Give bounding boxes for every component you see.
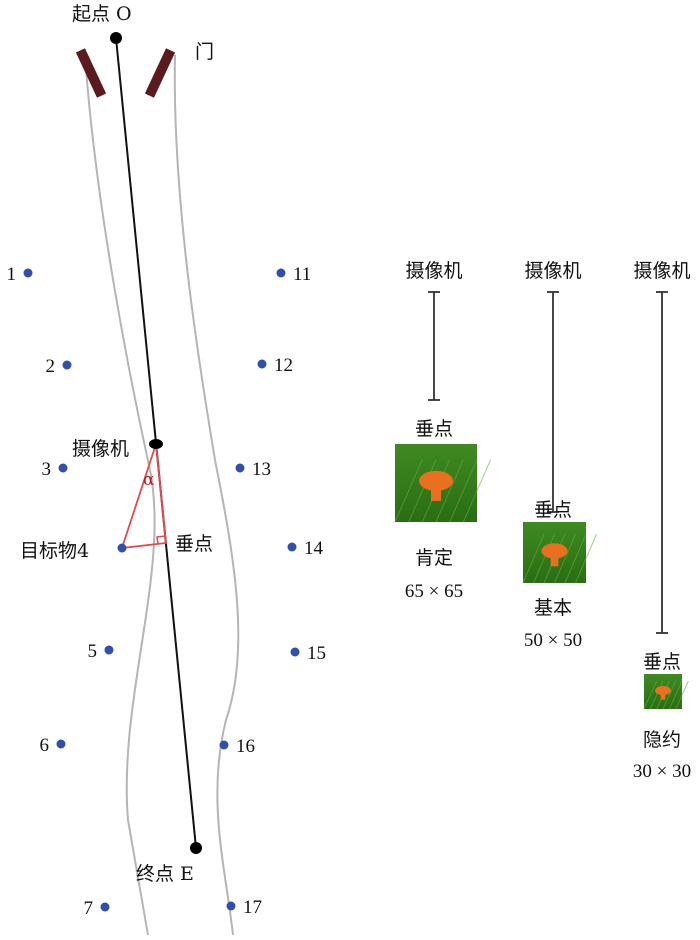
mushroom-image <box>394 444 492 523</box>
marker-label: 7 <box>84 898 94 919</box>
camera-label: 摄像机 <box>72 438 129 460</box>
foot-label: 垂点 <box>175 533 213 555</box>
mushroom-image <box>522 522 597 584</box>
pixel-size: 30 × 30 <box>633 761 691 782</box>
marker-label: 1 <box>7 264 17 285</box>
camera-point <box>149 439 163 449</box>
view-angle-triangle <box>120 443 167 550</box>
marker-label: 2 <box>46 356 56 377</box>
marker-point <box>287 542 297 552</box>
door-label: 门 <box>195 41 214 63</box>
marker-point <box>23 268 33 278</box>
foot-label: 垂点 <box>534 499 572 521</box>
marker-label: 5 <box>88 641 98 662</box>
marker-point <box>226 901 236 911</box>
marker-label: 6 <box>40 735 50 756</box>
marker-label: 13 <box>252 459 271 480</box>
pixel-size: 65 × 65 <box>405 581 463 602</box>
marker-label: 12 <box>274 355 293 376</box>
door-left <box>75 48 107 98</box>
visibility-level: 基本 <box>534 597 572 619</box>
end-label: 终点 E <box>136 863 194 885</box>
end-point <box>190 842 202 854</box>
foot-label: 垂点 <box>415 418 453 440</box>
marker-label: 14 <box>304 538 324 559</box>
marker-point <box>219 740 229 750</box>
marker-point <box>257 359 267 369</box>
marker-label: 11 <box>293 264 311 285</box>
camera-label: 摄像机 <box>524 260 581 282</box>
pixel-size: 50 × 50 <box>524 630 582 651</box>
alpha-label: α <box>143 470 155 490</box>
visibility-level: 隐约 <box>643 729 681 751</box>
marker-label: 3 <box>42 459 52 480</box>
right-angle-mark <box>156 535 166 545</box>
road-right-edge <box>173 54 240 936</box>
marker-point <box>235 463 245 473</box>
visibility-level: 肯定 <box>415 547 453 569</box>
mushroom-image <box>643 674 689 710</box>
start-label: 起点 O <box>72 3 132 25</box>
marker-label: 17 <box>243 897 262 918</box>
marker-label: 16 <box>236 736 255 757</box>
marker-point <box>276 268 286 278</box>
start-point <box>110 32 122 44</box>
marker-point <box>58 463 68 473</box>
marker-point <box>62 360 72 370</box>
target-label: 目标物4 <box>20 540 89 562</box>
marker-point <box>56 739 66 749</box>
camera-label: 摄像机 <box>633 260 690 282</box>
camera-label: 摄像机 <box>405 260 462 282</box>
target-point <box>117 543 127 553</box>
marker-point <box>104 645 114 655</box>
foot-label: 垂点 <box>643 651 681 673</box>
marker-point <box>100 902 110 912</box>
marker-point <box>290 647 300 657</box>
road-left-edge <box>84 54 156 936</box>
marker-label: 15 <box>307 643 326 664</box>
door-right <box>144 48 176 98</box>
